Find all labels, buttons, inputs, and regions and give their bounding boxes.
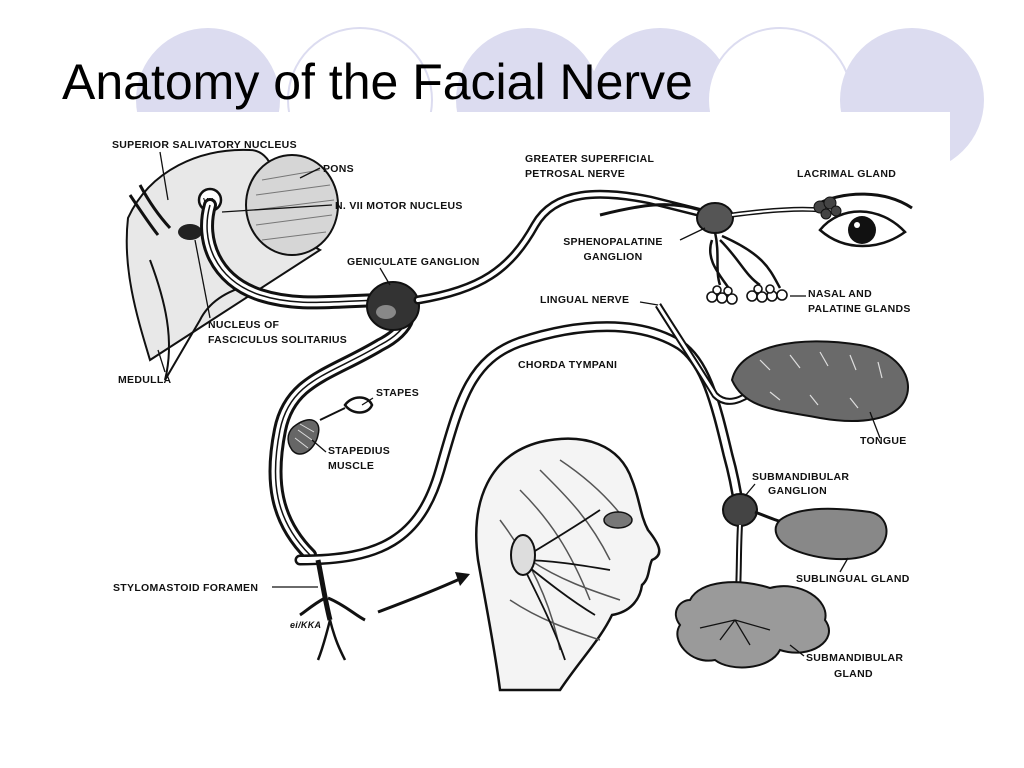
eye-iris — [848, 216, 876, 244]
label-submandibular-ganglion-1: SUBMANDIBULAR — [752, 471, 849, 483]
head-muscles — [499, 459, 626, 651]
label-submandibular-gland-1: SUBMANDIBULAR — [806, 652, 903, 664]
leader-lines — [157, 151, 881, 657]
leader-tongue — [869, 411, 881, 439]
sphenopalatine-ganglion — [599, 202, 821, 305]
exit-branch-lower — [316, 619, 347, 661]
submandibular-gland-ducts — [699, 619, 771, 646]
head-eye — [603, 511, 633, 529]
label-lacrimal-gland: LACRIMAL GLAND — [797, 168, 896, 180]
head-outline — [475, 437, 661, 692]
stapes-connection — [319, 407, 346, 421]
label-submandibular-ganglion-2: GANGLION — [768, 485, 827, 497]
pointer-arrow — [377, 572, 470, 614]
label-fasciculus-solitarius: FASCICULUS SOLITARIUS — [208, 334, 347, 346]
tongue-texture — [759, 351, 883, 409]
stapedius-fibers — [294, 423, 315, 449]
arrow-line — [377, 576, 463, 614]
eye-highlight — [854, 222, 860, 228]
sublingual-gland — [774, 507, 888, 561]
label-nucleus-of: NUCLEUS OF — [208, 319, 280, 331]
label-stapedius-2: MUSCLE — [328, 460, 374, 472]
leader-sublingual — [839, 557, 849, 573]
leader-medulla — [157, 349, 166, 373]
label-greater-petrosal-1: GREATER SUPERFICIAL — [525, 153, 654, 165]
chorda-tympani — [294, 321, 746, 566]
leader-submandibular-ganglion — [744, 483, 756, 497]
leader-stapes — [361, 397, 374, 406]
leader-lingual — [639, 301, 659, 306]
label-nasal-1: NASAL AND — [808, 288, 872, 300]
stapes-shape — [343, 396, 374, 414]
tongue-illustration — [730, 340, 909, 422]
tongue-shape — [730, 340, 909, 422]
leader-pons — [299, 167, 321, 179]
exit-branch-right — [327, 596, 366, 622]
diagram-labels: SUPERIOR SALIVATORY NUCLEUS PONS N. VII … — [112, 139, 911, 680]
label-tongue: TONGUE — [860, 435, 907, 447]
facial-branches — [519, 509, 611, 661]
leader-superior-salivatory — [159, 151, 169, 201]
label-submandibular-gland-2: GLAND — [834, 668, 873, 680]
arrow-head — [455, 572, 470, 586]
leader-sphenopalatine — [679, 227, 706, 241]
label-superior-salivatory: SUPERIOR SALIVATORY NUCLEUS — [112, 139, 297, 151]
leader-geniculate — [379, 267, 391, 286]
ear-shape — [510, 534, 536, 576]
nasal-palatine-glands — [706, 284, 788, 305]
leader-submandibular-gland — [789, 644, 805, 657]
geniculate-ganglion-highlight — [376, 305, 396, 319]
geniculate-ganglion — [366, 281, 420, 331]
leader-nucleus-solitarius — [194, 239, 211, 319]
label-sphenopalatine-1: SPHENOPALATINE — [563, 236, 662, 248]
artist-signature: ei/KKA — [290, 620, 321, 630]
solitary-nucleus — [178, 224, 202, 240]
label-medulla: MEDULLA — [118, 374, 172, 386]
label-lingual-nerve: LINGUAL NERVE — [540, 294, 629, 306]
spheno-branch-upper — [599, 203, 701, 217]
pons-hatching — [253, 169, 335, 241]
trunk-exit — [315, 559, 333, 621]
chorda-inner — [297, 323, 743, 563]
label-motor-nucleus: N. VII MOTOR NUCLEUS — [335, 200, 463, 212]
lacrimal-branch-inner — [731, 208, 821, 216]
exit-branch-left — [299, 596, 326, 617]
leader-stapedius — [311, 439, 327, 453]
label-nasal-2: PALATINE GLANDS — [808, 303, 911, 315]
label-sublingual-gland: SUBLINGUAL GLAND — [796, 573, 910, 585]
head-illustration — [475, 437, 661, 692]
label-chorda-tympani: CHORDA TYMPANI — [518, 359, 617, 371]
label-stylomastoid-foramen: STYLOMASTOID FORAMEN — [113, 582, 258, 594]
label-stapes: STAPES — [376, 387, 419, 399]
stapes-illustration — [287, 396, 374, 455]
sphenopalatine-ganglion-body — [696, 202, 734, 234]
submandibular-ganglion-body — [722, 493, 758, 527]
floor-of-ventricle — [128, 184, 172, 236]
geniculate-ganglion-body — [366, 281, 420, 331]
label-geniculate: GENICULATE GANGLION — [347, 256, 480, 268]
label-stapedius-1: STAPEDIUS — [328, 445, 390, 457]
slide-title: Anatomy of the Facial Nerve — [62, 54, 693, 110]
stylomastoid-branches — [299, 559, 366, 661]
label-pons: PONS — [323, 163, 354, 175]
eye-illustration — [813, 192, 913, 248]
lacrimal-gland — [813, 196, 842, 220]
label-greater-petrosal-2: PETROSAL NERVE — [525, 168, 625, 180]
medulla-shape — [149, 259, 251, 381]
nasal-branches — [709, 231, 782, 291]
stapedius-muscle — [287, 419, 320, 455]
leader-motor-nucleus — [221, 204, 333, 213]
label-sphenopalatine-2: GANGLION — [584, 251, 643, 263]
